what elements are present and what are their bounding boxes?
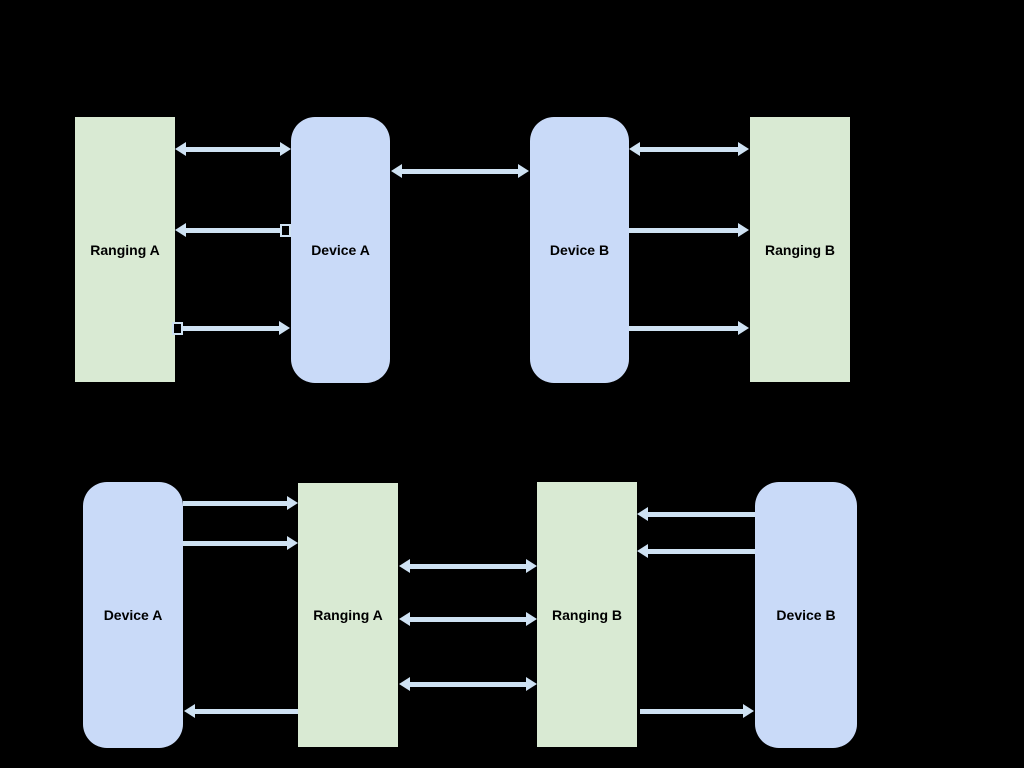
top-arrow-device-a-to-ranging-a bbox=[175, 223, 291, 237]
top-box-ranging-a-label: Ranging A bbox=[90, 241, 160, 258]
arrow-line bbox=[195, 708, 298, 714]
arrowhead-right-icon bbox=[279, 321, 290, 335]
bottom-arrow-ranging-b-to-device-b bbox=[640, 704, 754, 718]
top-box-device-a: Device A bbox=[291, 117, 390, 383]
arrow-line bbox=[629, 227, 738, 233]
bottom-arrow-device-b-to-ranging-b-1 bbox=[637, 507, 755, 521]
arrowhead-right-icon bbox=[743, 704, 754, 718]
arrowhead-left-icon bbox=[399, 612, 410, 626]
arrowhead-left-icon bbox=[629, 142, 640, 156]
arrow-line bbox=[186, 227, 280, 233]
arrowhead-left-icon bbox=[399, 677, 410, 691]
top-arrow-ranging-a-to-device-a bbox=[172, 321, 290, 335]
arrowhead-right-icon bbox=[287, 536, 298, 550]
arrowhead-right-icon bbox=[526, 612, 537, 626]
arrowhead-left-icon bbox=[184, 704, 195, 718]
arrowhead-left-icon bbox=[637, 544, 648, 558]
arrow-tail-square bbox=[280, 223, 291, 237]
arrowhead-left-icon bbox=[399, 559, 410, 573]
top-box-device-b: Device B bbox=[530, 117, 629, 383]
arrow-line bbox=[183, 500, 287, 506]
bottom-box-device-a: Device A bbox=[83, 482, 183, 748]
arrow-line bbox=[640, 708, 743, 714]
arrow-line bbox=[183, 540, 287, 546]
top-arrow-device-b-to-ranging-b-1 bbox=[629, 223, 749, 237]
arrowhead-right-icon bbox=[518, 164, 529, 178]
arrow-line bbox=[410, 616, 526, 622]
arrowhead-right-icon bbox=[738, 142, 749, 156]
bottom-box-device-a-label: Device A bbox=[103, 607, 163, 623]
bottom-arrow-ranging-a-to-device-a bbox=[184, 704, 298, 718]
arrow-line bbox=[648, 548, 755, 554]
arrowhead-left-icon bbox=[175, 223, 186, 237]
arrow-line bbox=[629, 325, 738, 331]
arrowhead-left-icon bbox=[391, 164, 402, 178]
top-box-device-b-label: Device B bbox=[549, 242, 610, 258]
top-arrow-device-b-ranging-b-bidirectional bbox=[629, 142, 749, 156]
bottom-box-ranging-b-label: Ranging B bbox=[552, 606, 622, 623]
arrow-line bbox=[640, 146, 738, 152]
arrowhead-right-icon bbox=[526, 677, 537, 691]
bottom-box-ranging-a-label: Ranging A bbox=[313, 607, 383, 623]
arrow-tail-square bbox=[172, 321, 183, 335]
bottom-box-ranging-b: Ranging B bbox=[537, 482, 637, 747]
bottom-arrow-device-a-to-ranging-a-1 bbox=[183, 496, 298, 510]
arrowhead-right-icon bbox=[526, 559, 537, 573]
top-box-ranging-a: Ranging A bbox=[75, 117, 175, 382]
bottom-arrow-device-a-to-ranging-a-2 bbox=[183, 536, 298, 550]
bottom-arrow-device-b-to-ranging-b-2 bbox=[637, 544, 755, 558]
arrowhead-left-icon bbox=[175, 142, 186, 156]
arrowhead-left-icon bbox=[637, 507, 648, 521]
bottom-arrow-ranging-a-ranging-b-bidirectional-3 bbox=[399, 677, 537, 691]
arrowhead-right-icon bbox=[738, 223, 749, 237]
top-arrow-device-a-device-b-bidirectional bbox=[391, 164, 529, 178]
arrow-line bbox=[648, 511, 755, 517]
top-arrow-ranging-a-device-a-bidirectional bbox=[175, 142, 291, 156]
arrowhead-right-icon bbox=[287, 496, 298, 510]
bottom-box-ranging-a: Ranging A bbox=[298, 483, 398, 747]
top-box-ranging-b: Ranging B bbox=[750, 117, 850, 382]
arrowhead-right-icon bbox=[738, 321, 749, 335]
arrow-line bbox=[410, 563, 526, 569]
top-box-ranging-b-label: Ranging B bbox=[765, 241, 835, 258]
arrow-line bbox=[186, 146, 280, 152]
top-arrow-device-b-to-ranging-b-2 bbox=[629, 321, 749, 335]
bottom-box-device-b-label: Device B bbox=[776, 607, 836, 623]
bottom-arrow-ranging-a-ranging-b-bidirectional-2 bbox=[399, 612, 537, 626]
top-box-device-a-label: Device A bbox=[311, 242, 370, 258]
bottom-box-device-b: Device B bbox=[755, 482, 857, 748]
arrow-line bbox=[402, 168, 518, 174]
bottom-arrow-ranging-a-ranging-b-bidirectional-1 bbox=[399, 559, 537, 573]
arrow-line bbox=[183, 325, 279, 331]
arrow-line bbox=[410, 681, 526, 687]
arrowhead-right-icon bbox=[280, 142, 291, 156]
